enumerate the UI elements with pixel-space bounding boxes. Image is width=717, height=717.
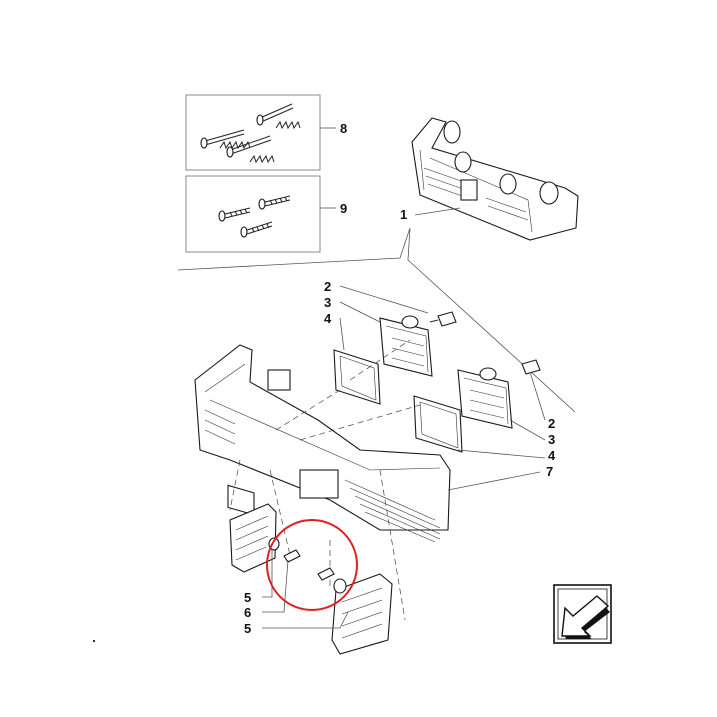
screw-icon bbox=[256, 103, 294, 126]
seal-frame-right bbox=[413, 395, 463, 453]
callout-2-lower: 2 bbox=[548, 416, 555, 431]
headlamp-right bbox=[457, 367, 513, 429]
screw-icon bbox=[200, 129, 245, 149]
callout-5-lower: 5 bbox=[244, 621, 251, 636]
side-marker-lamp-right bbox=[331, 573, 393, 655]
assembly-guide-lines-lower bbox=[229, 459, 406, 621]
screw-icon bbox=[226, 135, 272, 158]
assembly-guide-lines bbox=[275, 339, 421, 441]
bulb-right bbox=[521, 359, 541, 375]
callout-2-upper: 2 bbox=[324, 279, 331, 294]
callout-8: 8 bbox=[340, 121, 347, 136]
screw-icon bbox=[258, 195, 291, 210]
leader-6 bbox=[262, 559, 289, 613]
headlamp-left bbox=[379, 315, 433, 377]
screw-icon bbox=[218, 207, 251, 222]
bulb-left bbox=[429, 311, 457, 327]
callout-6: 6 bbox=[244, 605, 251, 620]
group-bracket bbox=[177, 227, 576, 413]
arrow-left-down-icon[interactable] bbox=[553, 584, 612, 644]
callout-5-upper: 5 bbox=[244, 590, 251, 605]
stray-dot bbox=[93, 640, 95, 642]
callout-4-upper: 4 bbox=[324, 311, 332, 326]
light-bar-housing: 7 bbox=[194, 344, 553, 543]
callout-1: 1 bbox=[400, 207, 407, 222]
callout-3-lower: 3 bbox=[548, 432, 555, 447]
spring-icon bbox=[219, 140, 251, 150]
kit-box-screws-springs: 8 bbox=[185, 94, 347, 171]
callout-7: 7 bbox=[546, 464, 553, 479]
kit-box-self-tapping-screws: 9 bbox=[185, 175, 347, 253]
side-marker-lamp-left bbox=[229, 503, 280, 573]
bulb-small bbox=[283, 549, 301, 563]
callout-4-lower: 4 bbox=[548, 448, 556, 463]
callout-3-upper: 3 bbox=[324, 295, 331, 310]
highlight-circle bbox=[266, 519, 358, 611]
bulb-small bbox=[317, 567, 335, 581]
leader-5-lower bbox=[262, 611, 349, 629]
leader-5-upper bbox=[262, 548, 273, 598]
assembled-light-bar-overview: 1 bbox=[400, 117, 579, 241]
spring-icon bbox=[275, 120, 301, 130]
seal-frame-left bbox=[333, 349, 381, 405]
screw-icon bbox=[240, 221, 273, 238]
callout-9: 9 bbox=[340, 201, 347, 216]
spring-icon bbox=[249, 154, 275, 164]
